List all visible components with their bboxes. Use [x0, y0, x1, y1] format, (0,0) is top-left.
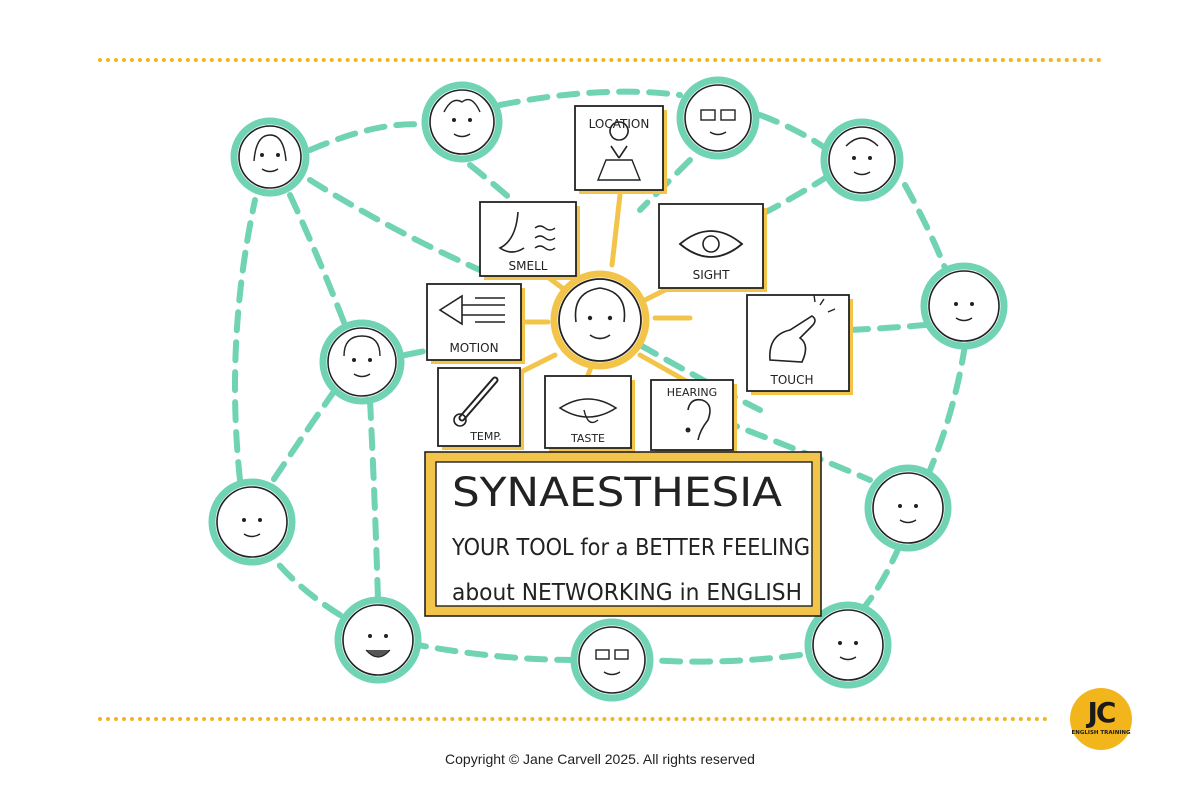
- network-people: [208, 76, 1008, 702]
- sense-card-motion: MOTION: [426, 283, 525, 364]
- person-avatar: [820, 118, 904, 202]
- bottom-dotted-divider: [98, 717, 1048, 721]
- jc-english-training-logo: JC ENGLISH TRAINING: [1070, 688, 1132, 750]
- person-avatar: [208, 478, 296, 566]
- sense-card-taste: TASTE: [544, 375, 635, 452]
- title-line-2: about NETWORKING in ENGLISH: [452, 580, 802, 606]
- sense-card-hearing: HEARING: [650, 379, 737, 454]
- top-dotted-divider: [98, 58, 1102, 62]
- person-avatar: [334, 596, 422, 684]
- title-line-1: YOUR TOOL for a BETTER FEELING: [451, 535, 810, 561]
- sense-label-location: LOCATION: [589, 117, 650, 131]
- person-avatar: [864, 464, 952, 552]
- person-avatar: [570, 618, 654, 702]
- sense-cards: LOCATION SMELL SIGHT MOTION TOU: [426, 105, 853, 454]
- sense-card-sight: SIGHT: [658, 203, 767, 292]
- sense-label-taste: TASTE: [570, 432, 605, 445]
- sense-label-temp: TEMP.: [469, 430, 502, 443]
- person-avatar: [319, 319, 405, 405]
- person-avatar: [676, 76, 760, 160]
- sense-label-hearing: HEARING: [667, 386, 717, 399]
- sense-card-location: LOCATION: [574, 105, 667, 194]
- person-avatar: [230, 117, 310, 197]
- sense-label-motion: MOTION: [449, 341, 498, 355]
- person-avatar: [920, 262, 1008, 350]
- logo-letters: JC: [1087, 696, 1117, 729]
- title-panel: SYNAESTHESIA YOUR TOOL for a BETTER FEEL…: [424, 451, 822, 617]
- sense-card-touch: TOUCH: [746, 294, 853, 395]
- central-person-avatar: [550, 270, 650, 370]
- person-avatar: [804, 601, 892, 689]
- sense-label-sight: SIGHT: [693, 268, 730, 282]
- sense-label-smell: SMELL: [509, 259, 548, 273]
- sense-card-smell: SMELL: [479, 201, 580, 280]
- logo-subtitle: ENGLISH TRAINING: [1071, 730, 1131, 736]
- network-connections: [232, 88, 968, 665]
- sense-label-touch: TOUCH: [770, 373, 814, 387]
- sense-card-temp: TEMP.: [437, 367, 524, 450]
- title-main: SYNAESTHESIA: [452, 470, 783, 516]
- copyright-footer: Copyright © Jane Carvell 2025. All right…: [445, 751, 755, 767]
- person-avatar: [421, 81, 503, 163]
